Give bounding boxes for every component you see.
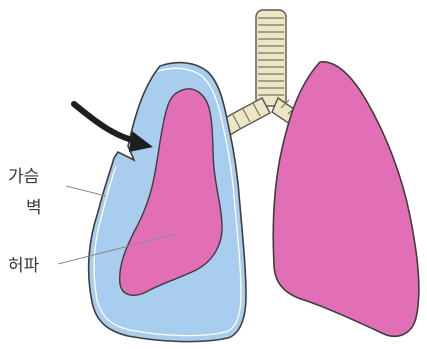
right-lung	[273, 62, 419, 336]
collapsed-lung-label: 허파	[8, 258, 39, 275]
chest-wall-leader-line	[66, 186, 106, 196]
chest-wall-label-line1: 가슴	[8, 169, 39, 186]
chest-wall-label-line2: 벽	[26, 200, 42, 217]
trachea	[256, 10, 286, 106]
